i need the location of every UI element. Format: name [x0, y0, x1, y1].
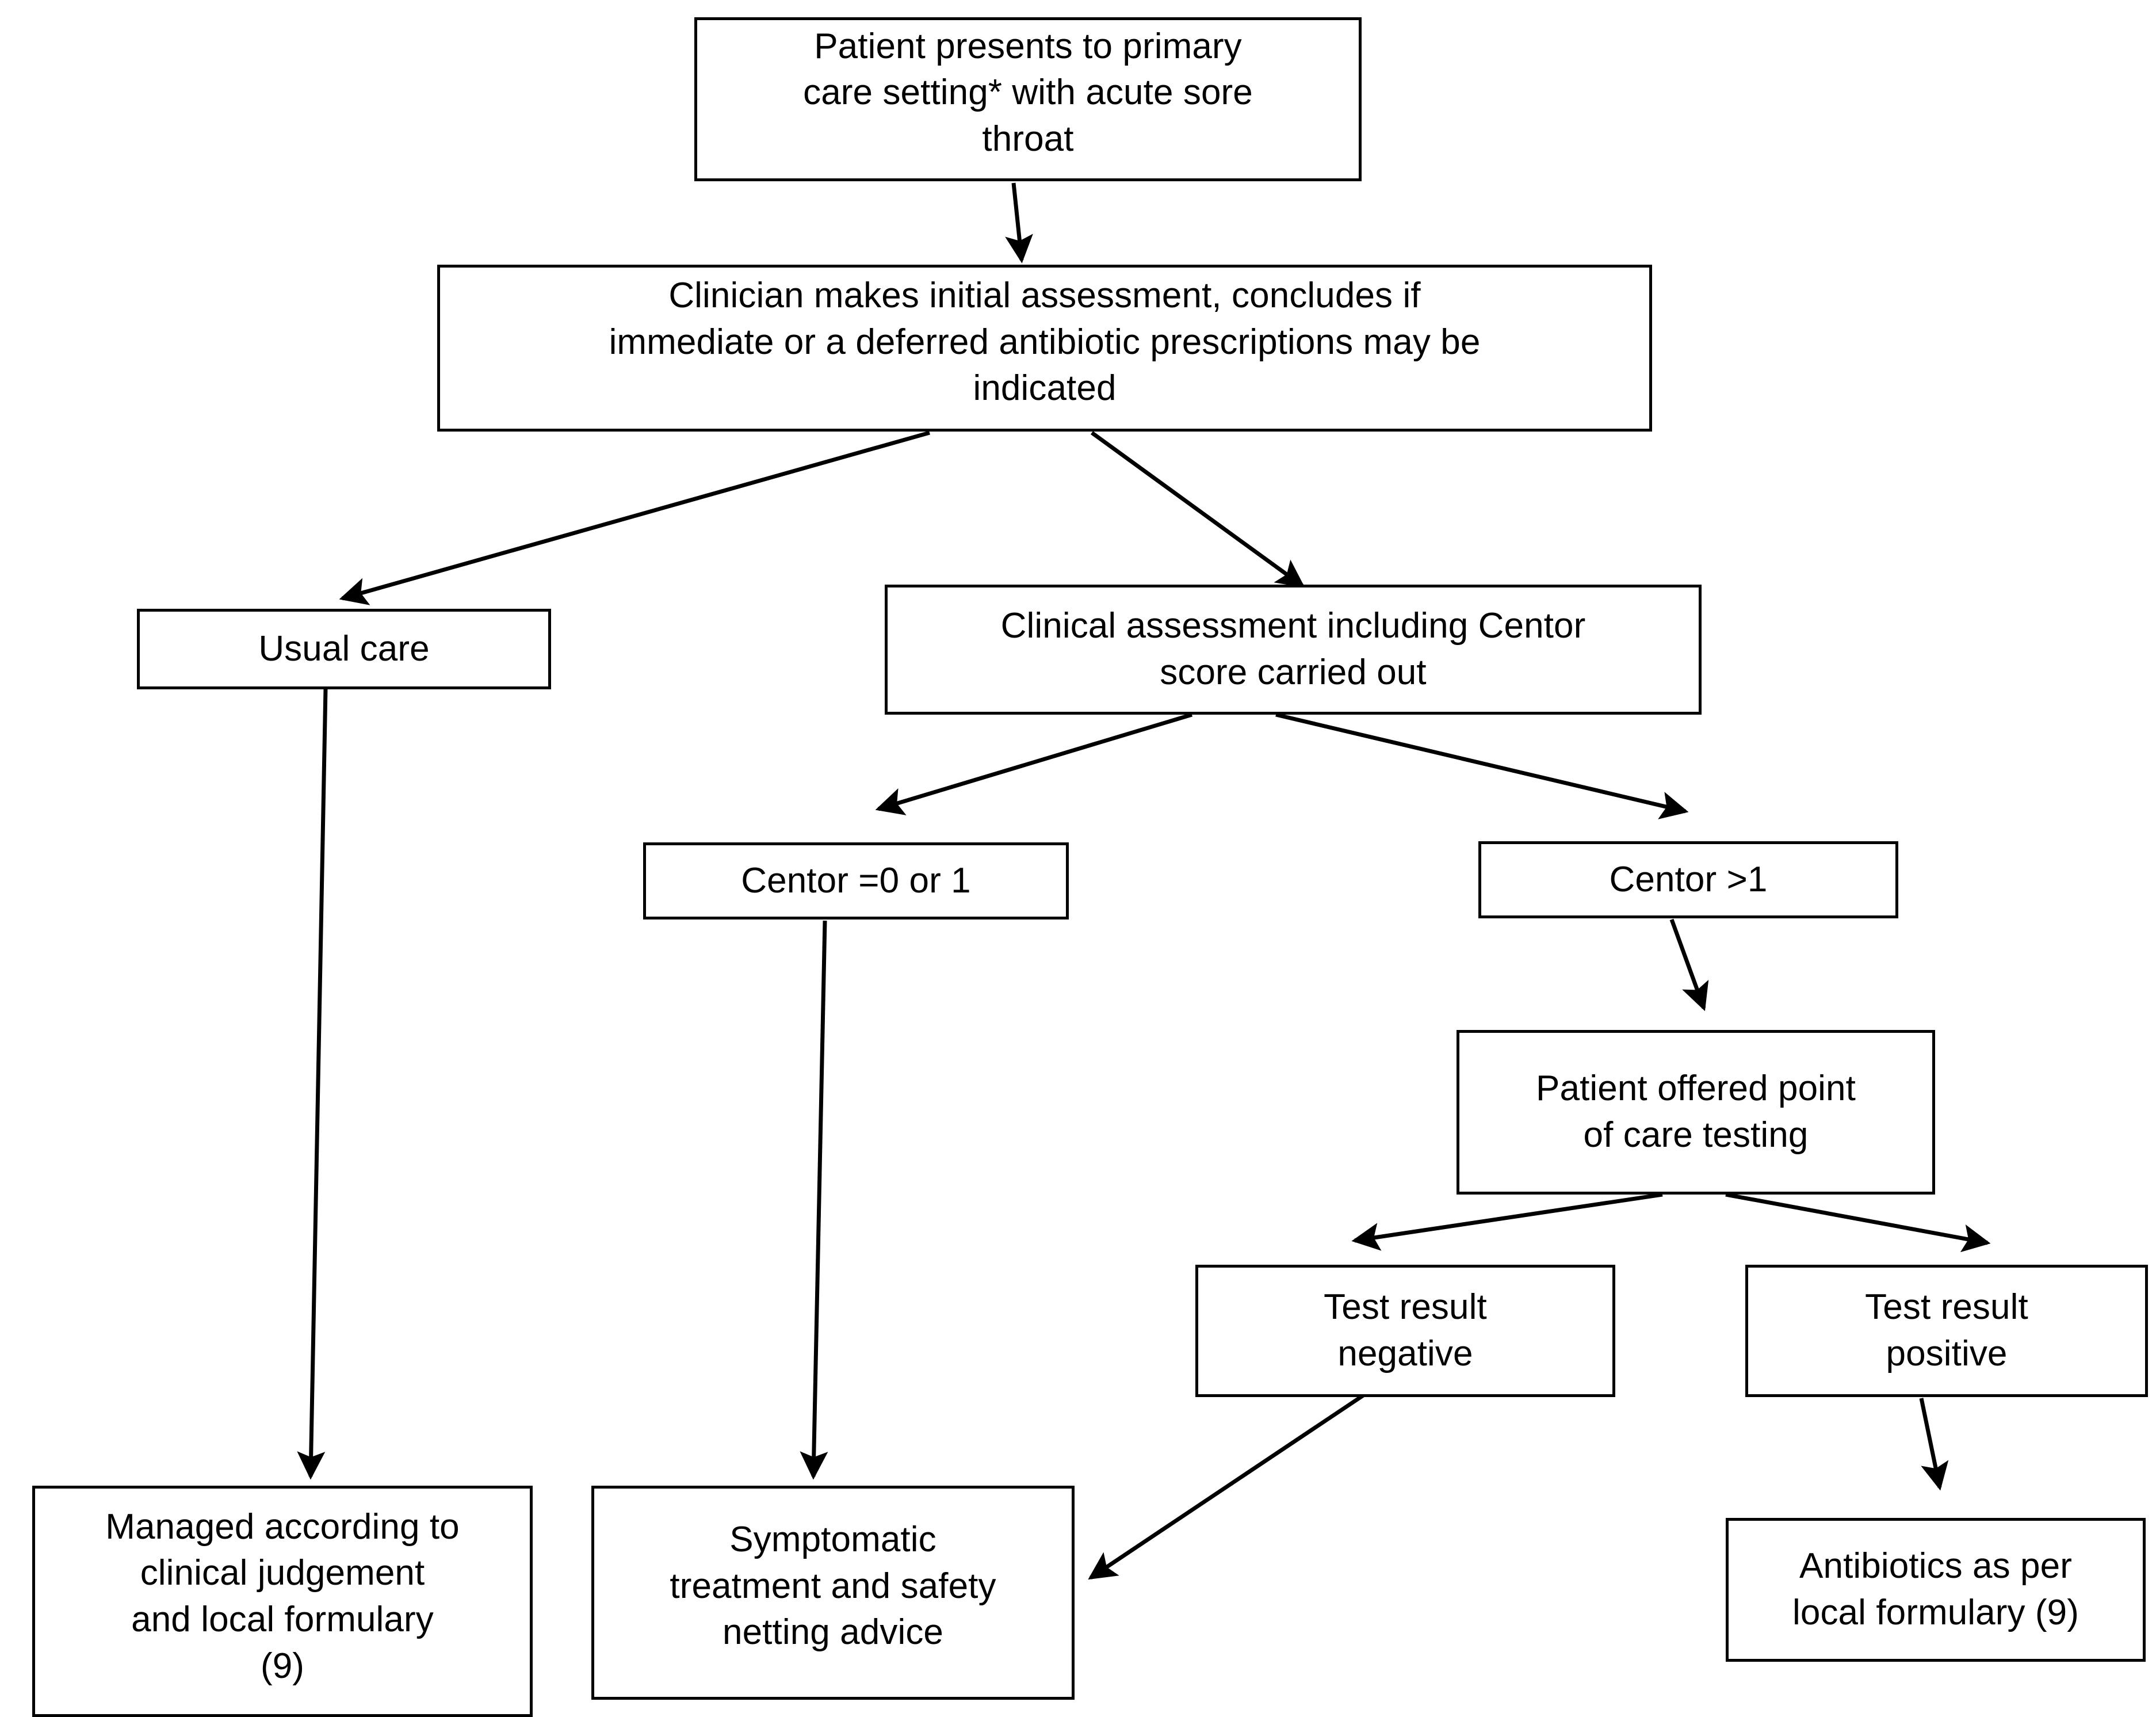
node-usual-care[interactable]: Usual care [137, 609, 551, 689]
node-patient-presents-label: Patient presents to primary care setting… [803, 26, 1253, 159]
edge-poct-to-test-negative [1351, 1192, 1663, 1251]
node-test-negative[interactable]: Test result negative [1195, 1265, 1615, 1397]
node-clinician-assessment[interactable]: Clinician makes initial assessment, conc… [437, 265, 1652, 432]
node-clinician-assessment-label: Clinician makes initial assessment, conc… [609, 276, 1481, 409]
edge-centor-low-to-symptomatic [800, 920, 828, 1480]
edge-centor-high-to-poct [1669, 918, 1709, 1012]
node-point-of-care-testing[interactable]: Patient offered point of care testing [1457, 1030, 1935, 1195]
edge-poct-to-test-positive [1725, 1192, 1991, 1253]
node-test-positive-label: Test result positive [1865, 1287, 2028, 1373]
node-clinical-assessment-centor[interactable]: Clinical assessment including Centor sco… [885, 585, 1702, 715]
node-point-of-care-testing-label: Patient offered point of care testing [1536, 1069, 1856, 1155]
node-patient-presents[interactable]: Patient presents to primary care setting… [694, 17, 1362, 181]
node-clinical-assessment-centor-label: Clinical assessment including Centor sco… [1000, 606, 1586, 692]
node-centor-low-label: Centor =0 or 1 [741, 860, 971, 901]
node-symptomatic-treatment[interactable]: Symptomatic treatment and safety netting… [591, 1486, 1075, 1700]
node-usual-care-label: Usual care [258, 628, 430, 669]
node-test-negative-label: Test result negative [1324, 1287, 1487, 1373]
edge-test-positive-to-antibiotics [1919, 1398, 1949, 1491]
edge-centor-assessment-to-high [1275, 712, 1689, 819]
node-centor-low[interactable]: Centor =0 or 1 [643, 842, 1069, 919]
node-antibiotics-local-formulary[interactable]: Antibiotics as per local formulary (9) [1726, 1518, 2146, 1662]
edge-clinician-to-usual-care [339, 430, 930, 605]
node-centor-high[interactable]: Centor >1 [1478, 841, 1898, 918]
node-managed-clinical-judgement[interactable]: Managed according to clinical judgement … [32, 1486, 533, 1717]
node-antibiotics-local-formulary-label: Antibiotics as per local formulary (9) [1792, 1546, 2079, 1632]
node-centor-high-label: Centor >1 [1609, 859, 1768, 899]
edge-clinician-to-centor-assessment [1090, 431, 1305, 588]
node-managed-clinical-judgement-label: Managed according to clinical judgement … [105, 1506, 460, 1686]
edge-centor-assessment-to-low [875, 712, 1193, 815]
edge-test-negative-to-symptomatic [1088, 1394, 1364, 1580]
node-test-positive[interactable]: Test result positive [1745, 1265, 2148, 1397]
edge-usual-care-to-managed [297, 688, 328, 1480]
edge-patient-to-clinician [1005, 182, 1033, 264]
node-symptomatic-treatment-label: Symptomatic treatment and safety netting… [670, 1520, 996, 1653]
